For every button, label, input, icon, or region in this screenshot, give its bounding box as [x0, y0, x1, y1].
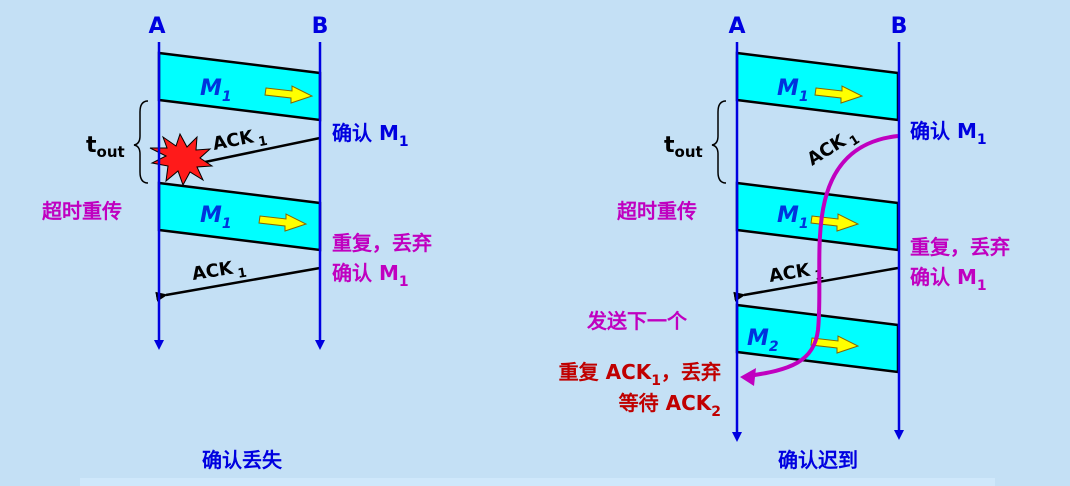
timeout-label: tout [664, 133, 703, 161]
b-duplicate-label: 重复，丢弃 [332, 231, 432, 255]
b-reconfirm-label: 确认 M1 [910, 265, 987, 294]
b-confirm-label: 确认 M1 [332, 121, 409, 150]
send-next-label: 发送下一个 [586, 309, 688, 333]
ack-label: ACK1 [804, 124, 863, 174]
host-b-label: B [891, 14, 908, 39]
frame-label: M1 [200, 203, 232, 232]
ack-line [155, 266, 321, 302]
bottom-strip [80, 478, 995, 486]
delayed-ack-arrowhead [740, 368, 756, 386]
frame-label: M1 [777, 203, 809, 232]
frame-m1-retransmit [157, 181, 322, 252]
frame-label: M2 [747, 326, 779, 355]
host-a-label: A [728, 14, 745, 39]
a-wait-ack-label: 等待 ACK2 [619, 391, 721, 420]
delayed-ack-curve [747, 134, 899, 378]
direction-arrow-icon [814, 85, 864, 104]
caption-ack-delayed: 确认迟到 [778, 448, 858, 472]
caption-ack-lost: 确认丢失 [202, 448, 283, 472]
frame-m1 [157, 51, 322, 122]
b-confirm-label: 确认 M1 [910, 119, 987, 148]
timeout-label: tout [86, 133, 125, 161]
direction-arrow-icon [258, 213, 308, 232]
explosion-icon [149, 132, 214, 187]
a-duplicate-ack-label: 重复 ACK1，丢弃 [559, 360, 721, 389]
frame-m1 [735, 51, 900, 122]
b-duplicate-label: 重复，丢弃 [910, 235, 1010, 259]
timeout-brace [711, 100, 727, 184]
retransmit-label: 超时重传 [41, 199, 122, 223]
frame-label: M1 [200, 76, 232, 105]
direction-arrow-icon [264, 85, 314, 104]
ack-lost-line [204, 136, 321, 164]
frame-label: M1 [777, 76, 809, 105]
b-reconfirm-label: 确认 M1 [332, 261, 409, 290]
timeout-brace [133, 100, 149, 184]
host-b-label: B [312, 14, 329, 39]
retransmit-label: 超时重传 [616, 199, 697, 223]
host-a-label: A [148, 14, 165, 39]
